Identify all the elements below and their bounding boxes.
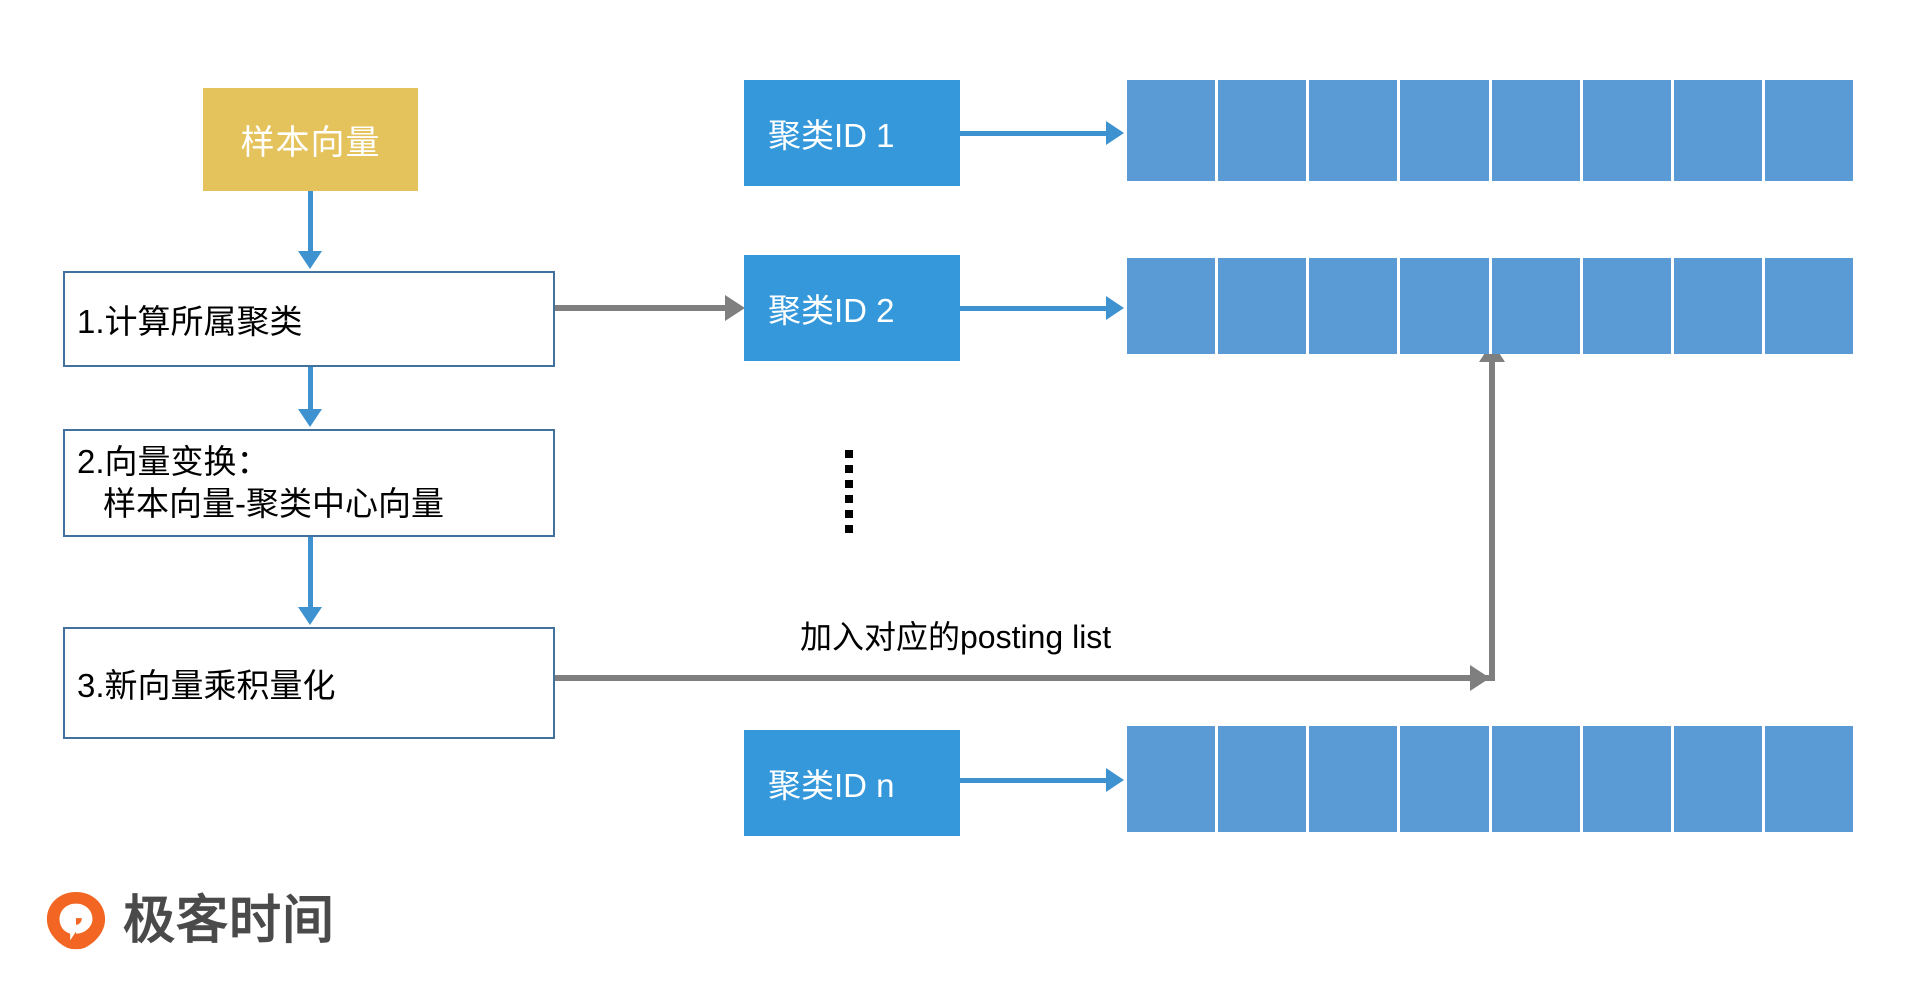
arrow-step1-to-cluster2-head <box>725 295 745 321</box>
step-3-label: 3.新向量乘积量化 <box>77 667 336 704</box>
ellipsis-dot <box>845 510 853 518</box>
posting-cell <box>1673 80 1765 181</box>
posting-list-2 <box>1127 258 1853 354</box>
posting-cell <box>1127 80 1219 181</box>
step-2-label-line1: 2.向量变换： <box>77 443 270 481</box>
arrow-step2-to-step3-line <box>308 537 313 609</box>
posting-cell <box>1582 258 1674 354</box>
brand-logo-text: 极客时间 <box>123 892 336 950</box>
arrow-cluster2-to-posting2-head <box>1106 296 1124 320</box>
posting-cell <box>1491 80 1583 181</box>
posting-list-caption-text: 加入对应的posting list <box>800 619 1112 655</box>
arrow-sample-to-step1-head <box>298 251 322 269</box>
cluster-label-1: 聚类ID 1 <box>768 117 895 154</box>
brand-logo: 极客时间 <box>45 890 335 952</box>
arrow-step3-to-posting-vertical <box>1489 360 1495 678</box>
ellipsis-dot <box>845 465 853 473</box>
arrow-cluster2-to-posting2-line <box>960 306 1108 311</box>
posting-cell <box>1582 80 1674 181</box>
sample-vector-label: 样本向量 <box>240 124 381 162</box>
posting-cell <box>1309 258 1401 354</box>
ellipsis-dot <box>845 525 853 533</box>
cluster-box-2: 聚类ID 2 <box>744 255 960 361</box>
posting-cell <box>1491 726 1583 832</box>
posting-list-1 <box>1127 80 1853 181</box>
vertical-ellipsis-icon <box>845 450 853 540</box>
posting-cell <box>1218 726 1310 832</box>
posting-cell <box>1764 258 1853 354</box>
arrow-cluster1-to-posting1-line <box>960 131 1108 136</box>
sample-vector-box: 样本向量 <box>203 88 418 191</box>
step-3-box: 3.新向量乘积量化 <box>63 627 555 739</box>
posting-cell <box>1491 258 1583 354</box>
posting-list-caption: 加入对应的posting list <box>800 612 1111 658</box>
cluster-label-2: 聚类ID 2 <box>768 292 895 329</box>
step-1-label: 1.计算所属聚类 <box>77 303 303 340</box>
posting-cell <box>1400 80 1492 181</box>
arrow-step1-to-step2-line <box>308 367 313 411</box>
arrow-cluster1-to-posting1-head <box>1106 121 1124 145</box>
posting-cell <box>1218 80 1310 181</box>
step-1-box: 1.计算所属聚类 <box>63 271 555 367</box>
arrow-step1-to-cluster2-line <box>555 305 727 311</box>
arrow-step3-to-posting-corner-head <box>1470 665 1490 691</box>
posting-cell <box>1309 80 1401 181</box>
arrow-step2-to-step3-head <box>298 607 322 625</box>
ellipsis-dot <box>845 495 853 503</box>
posting-cell <box>1764 726 1853 832</box>
arrow-step1-to-step2-head <box>298 409 322 427</box>
posting-cell <box>1218 258 1310 354</box>
ellipsis-dot <box>845 480 853 488</box>
arrow-clustern-to-postingn-head <box>1106 768 1124 792</box>
posting-list-n <box>1127 726 1853 832</box>
posting-cell <box>1127 258 1219 354</box>
arrow-sample-to-step1-line <box>308 191 313 253</box>
posting-cell <box>1400 258 1492 354</box>
geektime-logo-icon <box>46 891 106 950</box>
posting-cell <box>1673 726 1765 832</box>
posting-cell <box>1127 726 1219 832</box>
posting-cell <box>1582 726 1674 832</box>
posting-cell <box>1400 726 1492 832</box>
posting-cell <box>1309 726 1401 832</box>
arrow-step3-to-posting-horizontal <box>555 675 1495 681</box>
arrow-clustern-to-postingn-line <box>960 778 1108 783</box>
cluster-label-n: 聚类ID n <box>768 767 895 804</box>
posting-cell <box>1673 258 1765 354</box>
cluster-box-n: 聚类ID n <box>744 730 960 836</box>
cluster-box-1: 聚类ID 1 <box>744 80 960 186</box>
ellipsis-dot <box>845 450 853 458</box>
step-2-label-line2: 样本向量-聚类中心向量 <box>103 485 444 522</box>
posting-cell <box>1764 80 1853 181</box>
step-2-box: 2.向量变换： 样本向量-聚类中心向量 <box>63 429 555 537</box>
